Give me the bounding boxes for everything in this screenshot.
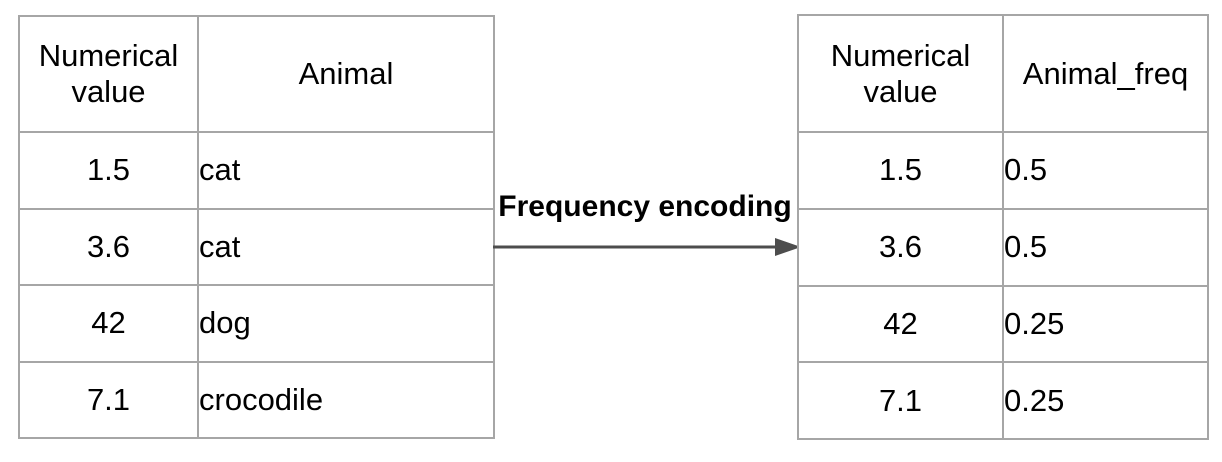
table-row: 3.6 cat (18, 207, 495, 286)
table-row: 42 0.25 (797, 284, 1209, 364)
table-row: 7.1 0.25 (797, 361, 1209, 440)
cell-animal-freq: 0.25 (1002, 361, 1209, 440)
cell-animal: cat (197, 207, 495, 286)
table-row: 42 dog (18, 284, 495, 363)
cell-numerical-value: 1.5 (18, 131, 199, 210)
cell-animal-freq: 0.25 (1002, 284, 1209, 364)
cell-numerical-value: 42 (18, 284, 199, 363)
cell-animal: dog (197, 284, 495, 363)
arrow-head (775, 238, 801, 256)
cell-animal: cat (197, 131, 495, 210)
original-data-table: Numerical value Animal 1.5 cat 3.6 cat 4… (18, 15, 495, 439)
cell-animal-freq: 0.5 (1002, 131, 1209, 210)
cell-animal: crocodile (197, 360, 495, 439)
cell-numerical-value: 1.5 (797, 131, 1004, 210)
frequency-encoding-arrow (493, 235, 803, 259)
cell-animal-freq: 0.5 (1002, 207, 1209, 287)
table-row: 1.5 0.5 (797, 131, 1209, 210)
header-animal: Animal (197, 15, 495, 133)
cell-numerical-value: 42 (797, 284, 1004, 364)
header-animal-freq: Animal_freq (1002, 14, 1209, 133)
table-row: 3.6 0.5 (797, 207, 1209, 287)
cell-numerical-value: 3.6 (797, 207, 1004, 287)
encoded-data-table: Numerical value Animal_freq 1.5 0.5 3.6 … (797, 14, 1209, 440)
header-numerical-value: Numerical value (18, 15, 199, 133)
table-row: 7.1 crocodile (18, 360, 495, 439)
cell-numerical-value: 7.1 (797, 361, 1004, 440)
cell-numerical-value: 3.6 (18, 207, 199, 286)
table-row: 1.5 cat (18, 131, 495, 210)
header-numerical-value: Numerical value (797, 14, 1004, 133)
table-header-row: Numerical value Animal_freq (797, 14, 1209, 133)
right-arrow-icon (493, 238, 801, 256)
table-header-row: Numerical value Animal (18, 15, 495, 133)
cell-numerical-value: 7.1 (18, 360, 199, 439)
frequency-encoding-label: Frequency encoding (498, 190, 792, 223)
